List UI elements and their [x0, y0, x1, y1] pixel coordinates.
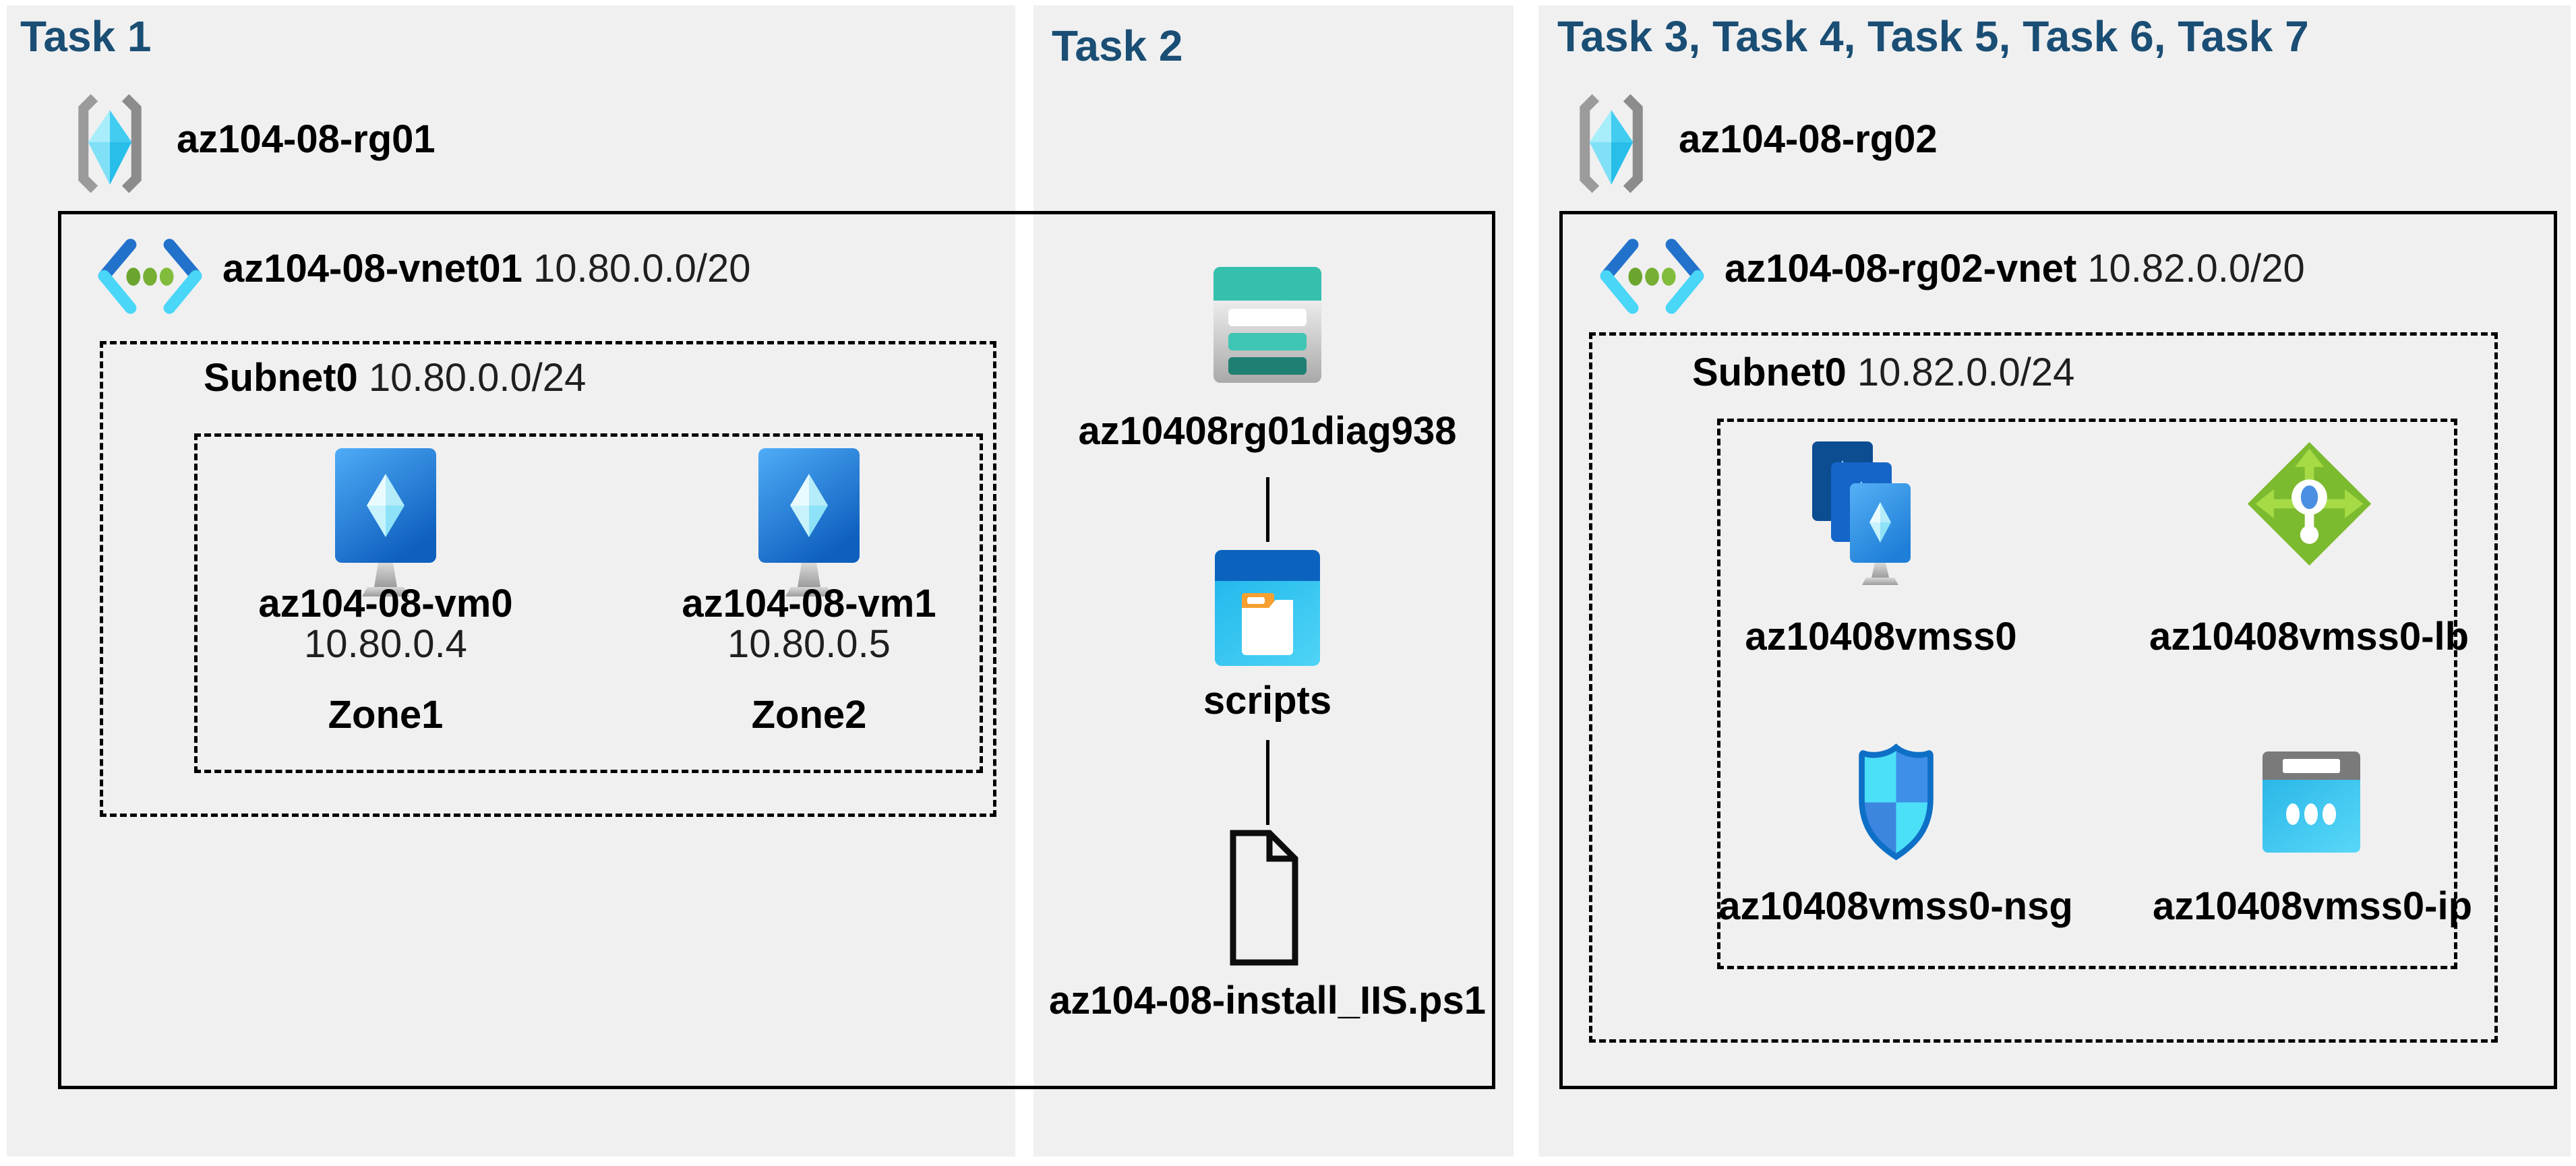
- storage-account-icon: [1214, 267, 1321, 383]
- task3-panel: [1538, 5, 2571, 1157]
- load-balancer-icon: [2244, 438, 2375, 570]
- script-file-label: az104-08-install_IIS.ps1: [1049, 979, 1486, 1022]
- network-security-group-icon: [1854, 741, 1938, 863]
- vm-scale-set-icon: [1812, 441, 1947, 586]
- rg1-label: az104-08-rg01: [177, 117, 436, 161]
- vm0-ip: 10.80.0.4: [304, 622, 467, 666]
- resource-group-icon: [59, 93, 160, 194]
- task3-title: Task 3, Task 4, Task 5, Task 6, Task 7: [1557, 12, 2309, 61]
- virtual-machine-icon: [758, 448, 860, 610]
- rg2-label: az104-08-rg02: [1679, 117, 1938, 161]
- task2-title: Task 2: [1052, 22, 1183, 70]
- subnet2-boundary-box: [1589, 332, 2498, 1043]
- storage-account-label: az10408rg01diag938: [1078, 409, 1457, 453]
- blob-container-icon: [1215, 550, 1320, 666]
- task1-title: Task 1: [20, 12, 152, 61]
- resource-group-icon: [1561, 93, 1662, 194]
- vm1-zone: Zone2: [751, 693, 867, 737]
- subnet2-inner-box: [1717, 419, 2457, 969]
- script-file-icon: [1229, 829, 1299, 966]
- nsg-label: az10408vmss0-nsg: [1718, 884, 2073, 928]
- subnet1-boundary-box: [100, 341, 996, 817]
- vnet2-boundary-box: [1559, 211, 2557, 1089]
- vnet1-boundary-box: [58, 211, 1495, 1089]
- vm1-ip: 10.80.0.5: [727, 622, 891, 666]
- virtual-network-icon: [1596, 236, 1708, 317]
- connector-storage-to-container: [1266, 477, 1269, 542]
- connector-container-to-file: [1266, 740, 1269, 825]
- container-label: scripts: [1203, 679, 1332, 723]
- virtual-network-icon: [94, 236, 206, 317]
- virtual-machine-icon: [335, 448, 436, 610]
- public-ip-icon: [2263, 751, 2360, 853]
- public-ip-label: az10408vmss0-ip: [2153, 884, 2472, 928]
- subnet1-inner-box: [194, 433, 983, 773]
- load-balancer-label: az10408vmss0-lb: [2149, 615, 2469, 658]
- vmss-label: az10408vmss0: [1745, 615, 2017, 658]
- vm0-zone: Zone1: [328, 693, 444, 737]
- task1-panel: [7, 5, 1015, 1157]
- vm0-name: az104-08-vm0: [258, 582, 513, 625]
- vm1-name: az104-08-vm1: [682, 582, 936, 625]
